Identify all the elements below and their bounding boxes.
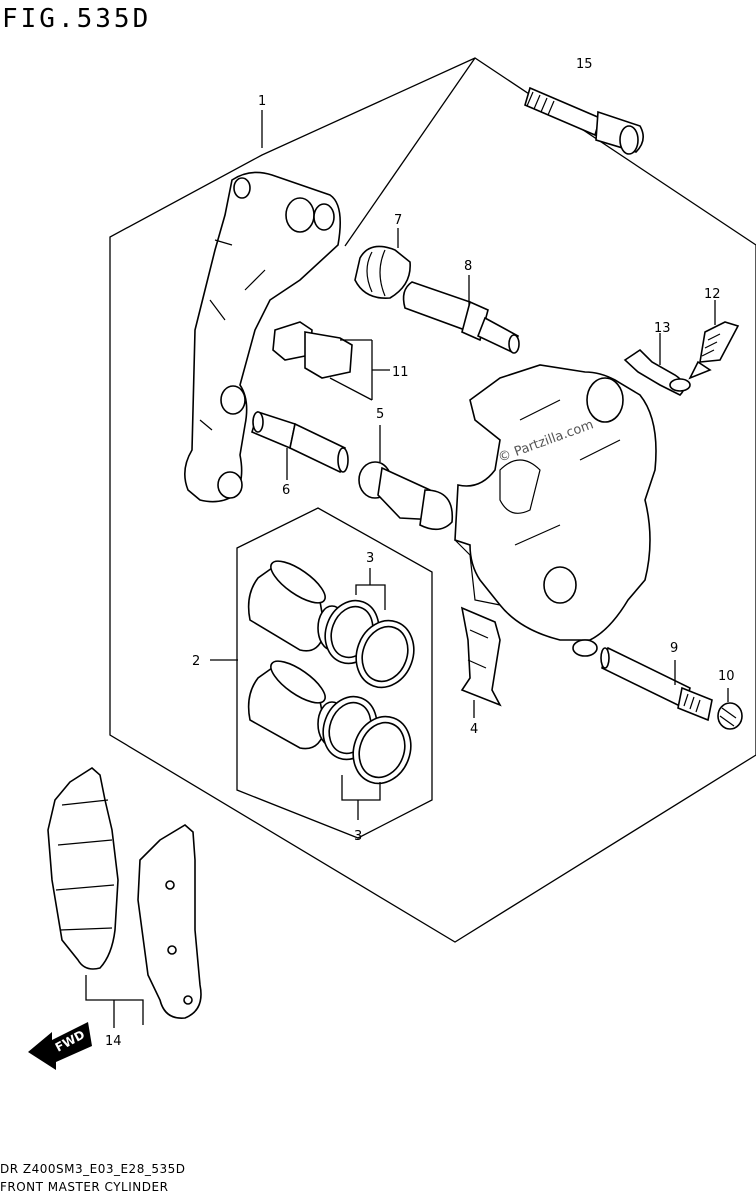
callout-9: 9 — [670, 641, 678, 656]
callout-14: 14 — [105, 1034, 122, 1049]
callout-11: 11 — [392, 365, 409, 380]
pin-8 — [402, 281, 520, 354]
bushing-5 — [358, 461, 454, 531]
figure-title: FIG.535D — [2, 4, 152, 34]
cap-10 — [717, 688, 743, 730]
brake-pad-14 — [47, 767, 202, 1028]
piston-seal-3 — [322, 568, 415, 820]
pin-6 — [251, 410, 349, 474]
callout-4: 4 — [470, 722, 478, 737]
callout-6: 6 — [282, 483, 290, 498]
callout-5: 5 — [376, 407, 384, 422]
bleeder-12 — [688, 300, 740, 380]
boot-7 — [354, 245, 411, 299]
bolt-15 — [524, 86, 644, 155]
callout-7: 7 — [394, 213, 402, 228]
piston-kit-boundary — [236, 507, 433, 839]
assembly-boundary — [109, 57, 756, 943]
pad-spring-11 — [272, 321, 390, 401]
callout-13: 13 — [654, 321, 671, 336]
pad-retainer-4 — [460, 606, 502, 718]
callout-3a: 3 — [366, 551, 374, 566]
cap-13 — [623, 333, 691, 396]
callout-15: 15 — [576, 57, 593, 72]
callout-1: 1 — [258, 94, 266, 109]
leader-15 — [344, 57, 476, 247]
pin-9 — [600, 646, 713, 722]
callout-12: 12 — [704, 287, 721, 302]
model-code: DR Z400SM3_E03_E28_535D — [0, 1162, 186, 1176]
caliper-bracket-1 — [184, 171, 341, 503]
caliper-body — [454, 364, 657, 657]
callout-3b: 3 — [354, 829, 362, 844]
callout-2: 2 — [192, 654, 200, 669]
callout-10: 10 — [718, 669, 735, 684]
forward-direction-arrow: FWD — [28, 1022, 92, 1070]
section-name: FRONT MASTER CYLINDER — [0, 1180, 169, 1194]
callout-8: 8 — [464, 259, 472, 274]
